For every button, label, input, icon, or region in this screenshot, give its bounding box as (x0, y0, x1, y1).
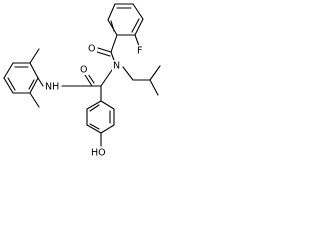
atom-label-secondary-nitrogen: NH (44, 81, 61, 93)
dimethylphenyl-ring (3, 62, 39, 94)
atom-label-benzoyl-oxygen: O (87, 44, 97, 55)
methyl-top (29, 48, 40, 64)
svg-text:HO: HO (91, 148, 106, 159)
c-f-bond (134, 34, 140, 47)
atom-label-tertiary-nitrogen: N (112, 60, 122, 72)
n-aryl-bond (37, 77, 44, 87)
fluorophenyl-ring (107, 3, 144, 36)
atom-label-fluorine: F (136, 45, 145, 57)
svg-text:N: N (113, 61, 120, 72)
atom-label-amide-oxygen: O (79, 64, 89, 76)
svg-text:F: F (137, 46, 142, 57)
svg-text:O: O (88, 44, 95, 55)
svg-text:O: O (80, 65, 87, 76)
hydroxyphenyl-ring (86, 85, 115, 134)
methyl-bottom (29, 92, 40, 108)
backbone (61, 69, 113, 87)
atom-label-hydroxyl: HO (90, 147, 108, 159)
benzoyl-carbonyl (96, 34, 118, 64)
svg-text:NH: NH (45, 82, 59, 93)
chemical-structure-diagram: F O N O NH HO (3, 3, 161, 159)
isobutyl-group (122, 65, 161, 96)
